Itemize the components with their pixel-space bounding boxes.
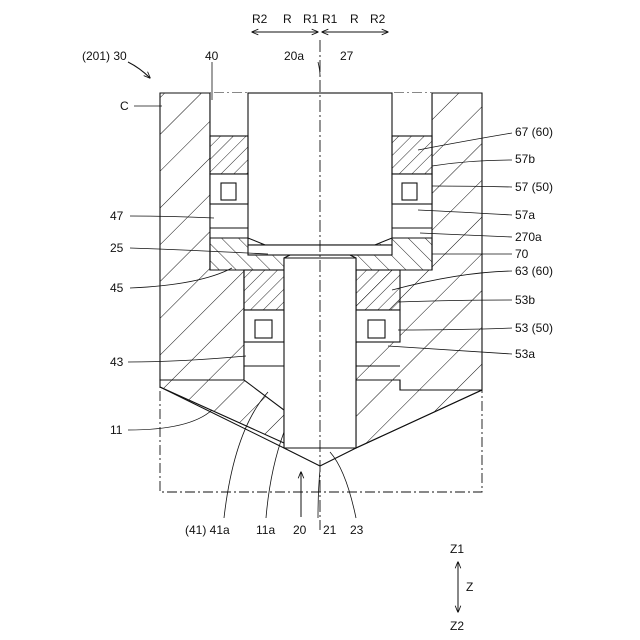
label-r1-right: R1 (322, 12, 338, 26)
label-270a: 270a (515, 230, 542, 244)
upper-spring-right (402, 183, 417, 200)
label-57-50: 57 (50) (515, 180, 553, 194)
lower-body-right (356, 380, 482, 448)
label-11a: 11a (256, 523, 275, 537)
upper-seal-right (392, 136, 432, 174)
label-r-left: R (283, 12, 292, 26)
lower-seal-left (244, 270, 284, 310)
lower-body (160, 380, 284, 443)
label-40: 40 (205, 49, 219, 63)
label-25: 25 (110, 241, 124, 255)
lower-spring-right (368, 320, 385, 338)
label-27: 27 (340, 49, 354, 63)
lower-spring-left (255, 320, 272, 338)
upper-spring-left (221, 183, 236, 200)
label-21: 21 (323, 523, 337, 537)
ref-30-arrow (128, 62, 150, 78)
upper-seal-left (210, 136, 248, 174)
label-53-50: 53 (50) (515, 321, 553, 335)
label-c: C (120, 99, 129, 113)
label-r-right: R (350, 12, 359, 26)
label-20: 20 (293, 523, 307, 537)
label-67-60: 67 (60) (515, 125, 553, 139)
label-57a: 57a (515, 208, 535, 222)
label-43: 43 (110, 355, 124, 369)
label-z1: Z1 (450, 542, 464, 556)
label-41-41a: (41) 41a (185, 523, 230, 537)
label-r1-left: R1 (303, 12, 319, 26)
label-z2: Z2 (450, 619, 464, 633)
label-20a: 20a (284, 49, 304, 63)
label-45: 45 (110, 281, 124, 295)
label-z: Z (466, 580, 473, 594)
label-53b: 53b (515, 293, 535, 307)
label-23: 23 (350, 523, 364, 537)
label-63-60: 63 (60) (515, 264, 553, 278)
label-70: 70 (515, 247, 529, 261)
label-53a: 53a (515, 347, 535, 361)
label-57b: 57b (515, 152, 535, 166)
label-11: 11 (110, 423, 123, 437)
label-201-30: (201) 30 (82, 49, 127, 63)
label-r2-left: R2 (252, 12, 268, 26)
label-47: 47 (110, 209, 124, 223)
label-r2-right: R2 (370, 12, 386, 26)
